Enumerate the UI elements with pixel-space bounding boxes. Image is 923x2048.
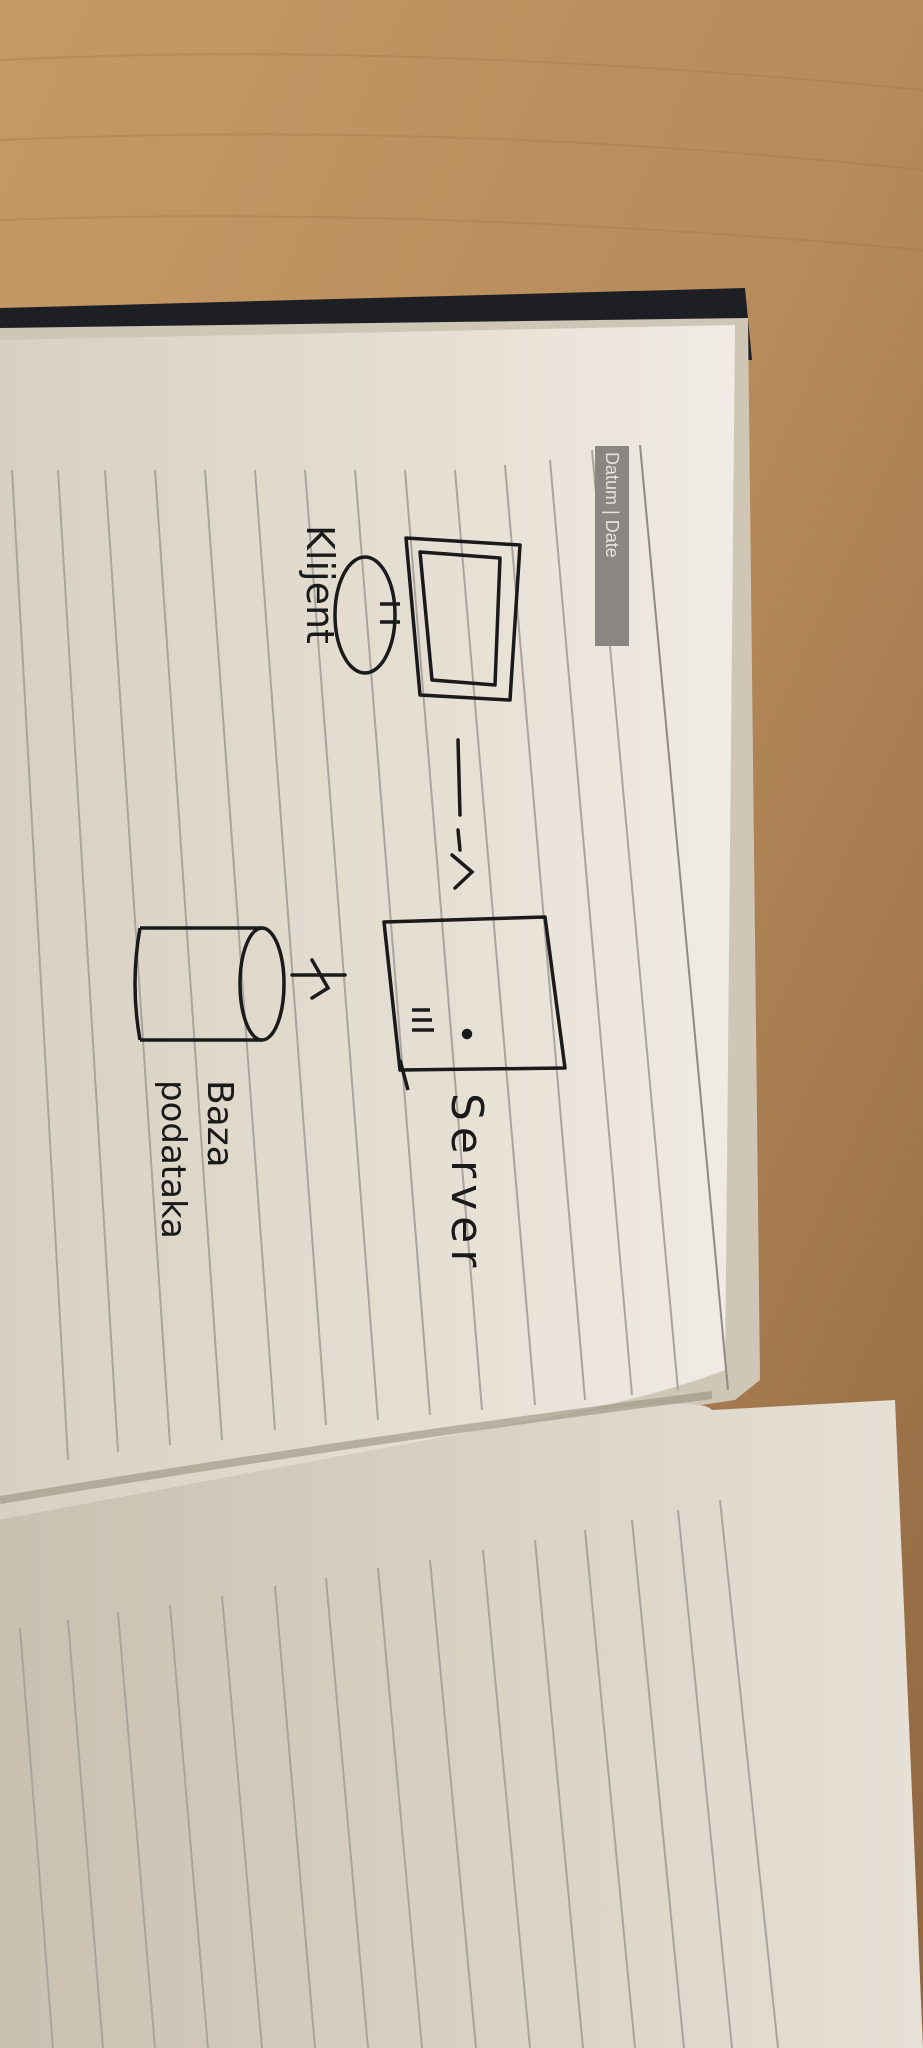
database-label-line2: podataka bbox=[153, 1080, 193, 1239]
database-icon bbox=[133, 926, 286, 1042]
arrow-client-to-server bbox=[450, 738, 475, 890]
notebook-page-bottom bbox=[0, 1400, 923, 2048]
ruled-lines-top bbox=[11, 449, 679, 1461]
keyboard-icon bbox=[333, 555, 397, 675]
server-label: Server bbox=[441, 1093, 492, 1274]
client-label: Klijent bbox=[298, 525, 342, 644]
database-label-line1: Baza bbox=[199, 1080, 240, 1168]
ruled-lines-bottom bbox=[19, 1499, 779, 2048]
server-icon bbox=[382, 915, 567, 1091]
date-label: Datum | Date bbox=[595, 446, 629, 646]
page-margin-line bbox=[639, 444, 729, 1391]
notebook-page-top bbox=[0, 325, 735, 1520]
page-gutter bbox=[0, 1391, 713, 1504]
arrow-server-to-database bbox=[290, 958, 347, 1000]
monitor-icon bbox=[380, 536, 522, 702]
